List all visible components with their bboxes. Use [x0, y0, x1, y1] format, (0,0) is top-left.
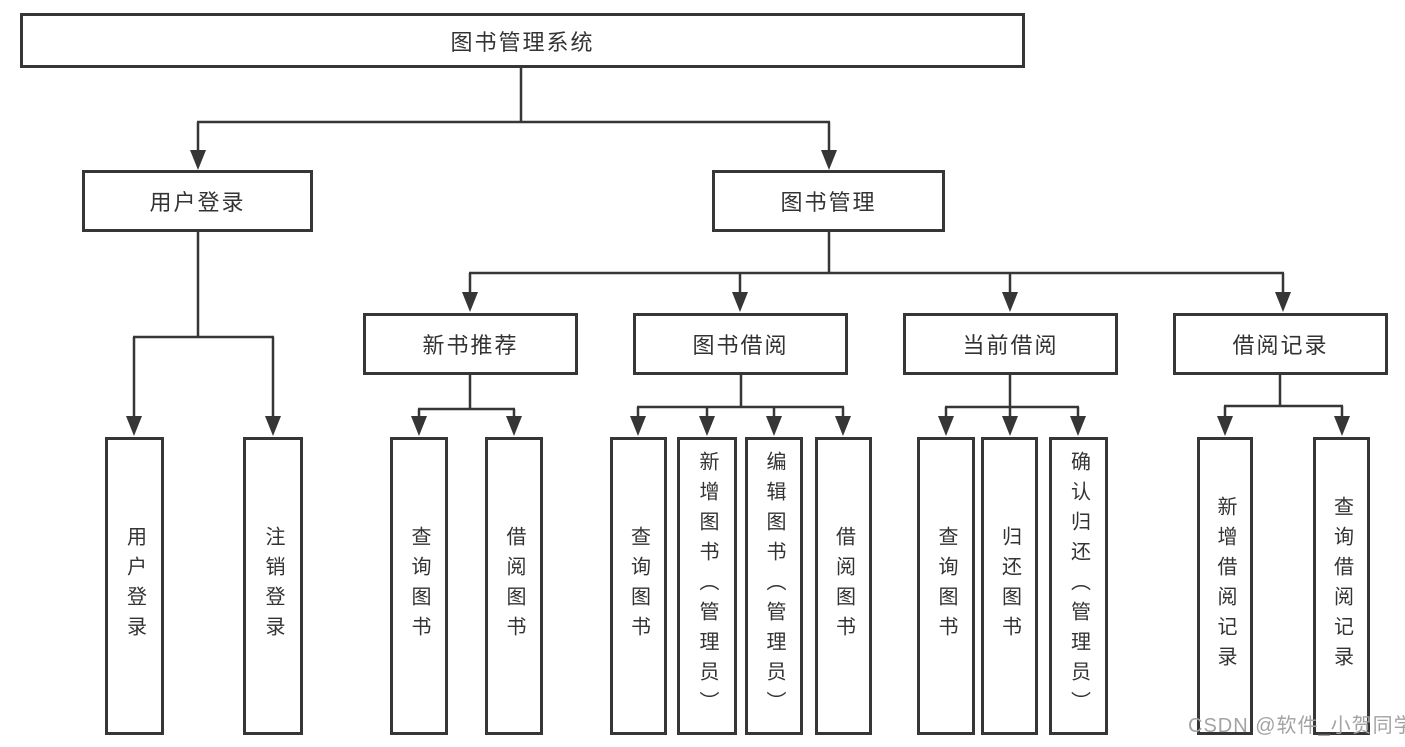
- leaf-label: 归还图书: [998, 526, 1021, 646]
- leaf-label: 注销登录: [262, 526, 284, 646]
- node-label: 新书推荐: [422, 333, 519, 358]
- node-label: 当前借阅: [962, 333, 1059, 358]
- node-label: 借阅记录: [1232, 333, 1329, 358]
- node-label: 图书管理: [780, 190, 877, 215]
- node-book-management: 图书管理: [712, 170, 945, 232]
- node-borrowing-records: 借阅记录: [1173, 313, 1388, 375]
- leaf-label: 查询图书: [627, 526, 650, 646]
- leaf-records-add-record: 新增借阅记录: [1197, 437, 1253, 735]
- leaf-current-query-books: 查询图书: [917, 437, 975, 735]
- node-label: 图书借阅: [692, 333, 789, 358]
- node-label: 图书管理系统: [450, 29, 595, 55]
- watermark-text: CSDN @软件_小贺同学: [1188, 715, 1405, 737]
- leaf-user-login: 用户登录: [105, 437, 164, 735]
- leaf-newbook-query-books: 查询图书: [390, 437, 448, 735]
- leaf-logout: 注销登录: [243, 437, 303, 735]
- node-root: 图书管理系统: [20, 13, 1025, 68]
- leaf-label: 查询图书: [935, 526, 957, 646]
- leaf-borrowing-add-books-admin: 新增图书（管理员）: [677, 437, 737, 735]
- leaf-records-query-record: 查询借阅记录: [1313, 437, 1370, 735]
- leaf-current-return-books: 归还图书: [981, 437, 1038, 735]
- leaf-label: 用户登录: [123, 526, 146, 646]
- leaf-label: 编辑图书（管理员）: [763, 451, 785, 721]
- leaf-newbook-borrow-books: 借阅图书: [485, 437, 543, 735]
- leaf-borrowing-edit-books-admin: 编辑图书（管理员）: [745, 437, 803, 735]
- leaf-borrowing-borrow-books: 借阅图书: [815, 437, 872, 735]
- node-current-borrowing: 当前借阅: [903, 313, 1118, 375]
- node-user-login: 用户登录: [82, 170, 313, 232]
- leaf-label: 借阅图书: [832, 526, 855, 646]
- node-label: 用户登录: [149, 190, 246, 215]
- leaf-borrowing-query-books: 查询图书: [610, 437, 667, 735]
- node-book-borrowing: 图书借阅: [633, 313, 848, 375]
- leaf-label: 查询借阅记录: [1330, 496, 1353, 676]
- leaf-current-confirm-return-admin: 确认归还（管理员）: [1049, 437, 1108, 735]
- leaf-label: 查询图书: [408, 526, 430, 646]
- leaf-label: 新增借阅记录: [1214, 496, 1236, 676]
- node-new-book-recommend: 新书推荐: [363, 313, 578, 375]
- leaf-label: 借阅图书: [503, 526, 525, 646]
- leaf-label: 确认归还（管理员）: [1067, 451, 1090, 721]
- leaf-label: 新增图书（管理员）: [696, 451, 718, 721]
